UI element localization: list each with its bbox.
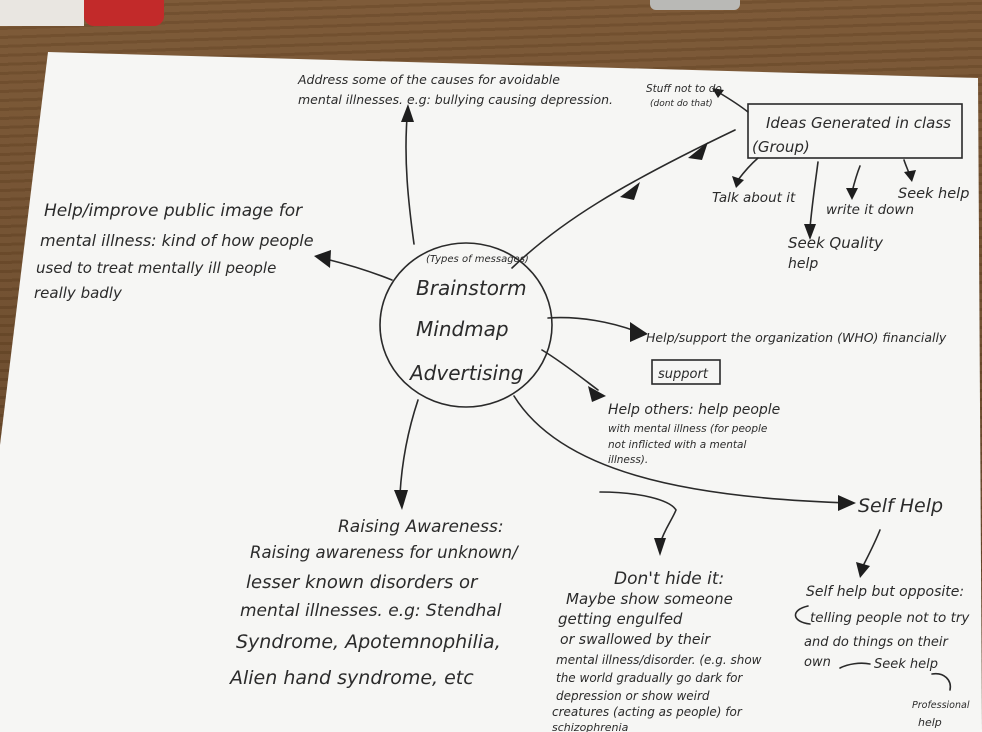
dont-do-line1: Stuff not to do [646,83,722,95]
left-node-line4: really badly [34,284,123,302]
dont-hide-line3: or swallowed by their [560,632,711,648]
talk-about-it: Talk about it [712,190,796,206]
seek-quality-line1: Seek Quality [788,234,884,252]
arrowhead-seek [904,170,916,182]
arrowhead-dont-hide [654,538,666,556]
write-it-down: write it down [826,202,914,218]
raising-line4: Syndrome, Apotemnophilia, [236,631,501,653]
arrowhead-dont-do [712,88,724,98]
help-others-line1: Help others: help people [608,402,780,418]
self-help-opp-line1: Self help but opposite: [806,584,964,600]
center-circle [379,242,553,408]
self-help-bracket [794,605,811,625]
self-help-opp-line3: and do things on their [804,635,950,650]
arrowhead-quality [804,224,816,240]
desk-object [0,0,84,26]
center-brainstorm: Brainstorm [416,276,527,300]
help-others-line4: illness). [608,454,648,466]
desk-object [84,0,164,26]
self-help-opp-line6: Professional [912,700,970,711]
raising-line3: mental illnesses. e.g: Stendhal [240,601,502,621]
top-node-line1: Address some of the causes for avoidable [297,72,560,87]
dont-hide-line4: mental illness/disorder. (e.g. show [556,653,762,667]
dont-hide-line2: getting engulfed [558,610,683,628]
line-help-others [541,349,599,391]
seek-quality-line2: help [788,256,818,272]
arrowhead-self-help [838,495,856,511]
line-self-help [513,395,853,504]
help-others-line2: with mental illness (for people [608,423,767,435]
left-node-line2: mental illness: kind of how people [40,231,314,250]
arrowhead-write [846,188,858,200]
dont-do-line2: (dont do that) [650,99,713,109]
center-advertising: Advertising [408,361,524,385]
arrowhead-self-help-opp [856,562,870,578]
arrowhead-top [401,104,414,122]
arrowhead-ideas-1 [620,182,640,200]
self-help-opp-line5: Seek help [874,657,938,672]
help-others-line3: not inflicted with a mental [608,439,746,451]
support-box-text: support [658,367,709,382]
center-subtitle: (Types of messages) [426,254,529,265]
left-node-line1: Help/improve public image for [44,201,303,221]
line-talk [737,157,759,181]
ideas-box [747,103,963,159]
paper [0,52,982,732]
self-help-opp-line4: own [804,655,831,670]
line-ideas [511,129,736,269]
line-raising [399,399,419,495]
dont-hide-line6: depression or show weird [556,689,710,703]
desk-object [650,0,740,10]
dont-hide-line1: Maybe show someone [566,590,733,608]
arrowhead-left [314,250,331,268]
line-left [325,258,393,281]
dont-hide-line5: the world gradually go dark for [556,671,743,685]
raising-line1: Raising awareness for unknown/ [250,543,520,562]
raising-title: Raising Awareness: [338,517,504,537]
line-dont-hide [599,491,677,545]
arrowhead-support [630,322,648,342]
ideas-box-line2: (Group) [752,138,810,156]
ideas-box-line1: Ideas Generated in class [766,114,951,132]
line-top [405,117,415,245]
line-professional [931,672,952,691]
dont-hide-line7: creatures (acting as people) for [552,705,743,719]
dont-hide-title: Don't hide it: [614,569,724,589]
seek-help: Seek help [898,186,969,202]
arrowhead-raising [394,490,408,510]
arrowhead-talk [732,176,744,188]
self-help: Self Help [858,495,943,517]
arrowhead-help-others [588,386,606,402]
self-help-opp-line7: help [918,716,942,729]
arrowhead-ideas-2 [688,142,708,160]
line-quality [809,161,819,229]
raising-line5: Alien hand syndrome, etc [228,667,474,689]
support-org-line1: Help/support the organization (WHO) fina… [646,330,947,345]
support-box [651,359,721,385]
line-seek-help-small [839,662,871,669]
top-node-line2: mental illnesses. e.g: bullying causing … [298,92,613,107]
raising-line2: lesser known disorders or [246,572,479,593]
dont-hide-line8: schizophrenia [552,721,629,732]
self-help-opp-line2: telling people not to try [810,610,970,626]
left-node-line3: used to treat mentally ill people [36,259,276,277]
center-mindmap: Mindmap [416,317,509,341]
